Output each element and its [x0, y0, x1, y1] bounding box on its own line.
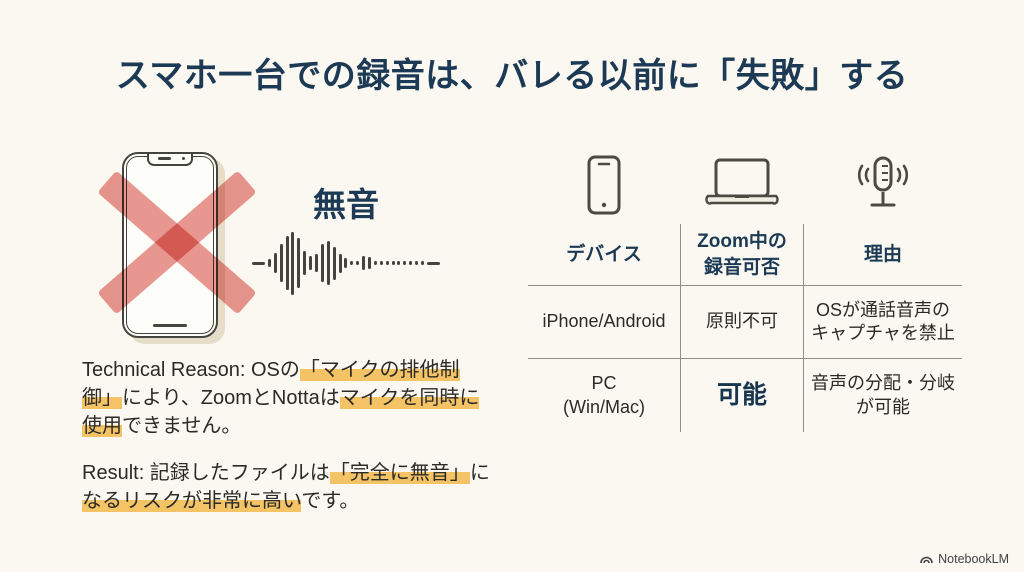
- microphone-icon: [804, 148, 962, 224]
- waveform-bar: [297, 238, 301, 288]
- table-cell: OSが通話音声の キャプチャを禁止: [811, 299, 955, 343]
- table-cell: 音声の分配・分岐 が可能: [804, 358, 962, 432]
- waveform-bar: [362, 256, 366, 270]
- waveform-bar: [285, 236, 289, 290]
- waveform-bar: [267, 259, 271, 267]
- plain-text: Technical Reason: OSの: [82, 359, 300, 381]
- waveform-bar: [279, 244, 283, 282]
- waveform-bar: [332, 246, 336, 280]
- waveform: [252, 230, 440, 296]
- waveform-bar: [397, 261, 401, 265]
- brand-label: NotebookLM: [938, 552, 1009, 566]
- waveform-bar: [373, 261, 377, 265]
- waveform-bar: [409, 261, 413, 265]
- plain-text: です。: [301, 490, 360, 512]
- waveform-bar: [315, 254, 319, 272]
- highlighted-text: マイクを同時に: [339, 387, 480, 409]
- table-header-device: デバイス: [528, 224, 680, 286]
- plain-text: Result: 記録したファイルは: [82, 462, 330, 484]
- phone-home-indicator: [153, 323, 187, 327]
- highlighted-text: なるリスクが非常に高い: [82, 490, 302, 512]
- highlighted-text: 「マイクの排他制: [299, 359, 460, 381]
- waveform-bar: [320, 244, 324, 282]
- highlighted-text: 御」: [82, 387, 122, 409]
- waveform-bar: [338, 253, 342, 273]
- highlighted-text: 使用: [82, 415, 122, 437]
- table-cell: 原則不可: [680, 286, 804, 358]
- notebooklm-logo-icon: [920, 556, 933, 564]
- plain-text: できません。: [122, 415, 242, 437]
- table-cell: 可能: [680, 358, 804, 432]
- waveform-bar: [385, 261, 389, 265]
- waveform-bar: [391, 261, 395, 265]
- table-cell: iPhone/Android: [542, 311, 666, 332]
- waveform-bar: [344, 258, 348, 268]
- waveform-bar: [421, 261, 425, 265]
- plain-text: に: [469, 462, 490, 484]
- silence-group: 無音: [252, 178, 440, 296]
- highlighted-text: 「完全に無音」: [329, 462, 470, 484]
- waveform-bar: [403, 261, 407, 265]
- crossed-phone-illustration: [97, 144, 257, 349]
- laptop-icon: [680, 148, 804, 224]
- phone-camera: [181, 156, 185, 160]
- notebooklm-brand: NotebookLM: [919, 552, 1009, 566]
- phone-speaker: [158, 157, 171, 160]
- reason-paragraph-2: Result: 記録したファイルは「完全に無音」になるリスクが非常に高いです。: [82, 459, 542, 515]
- reason-paragraph-1: Technical Reason: OSの「マイクの排他制御」により、Zoomと…: [82, 356, 542, 440]
- phone-notch: [147, 154, 193, 166]
- page-title: スマホ一台での録音は、バレる以前に「失敗」する: [115, 57, 909, 95]
- waveform-bar: [291, 231, 295, 295]
- table-header-reason: 理由: [804, 224, 962, 286]
- waveform-bar: [350, 261, 354, 265]
- table-cell: PC (Win/Mac): [528, 358, 680, 432]
- technical-reason-text: Technical Reason: OSの「マイクの排他制御」により、Zoomと…: [82, 356, 542, 534]
- waveform-dash: [426, 261, 440, 265]
- waveform-bar: [415, 261, 419, 265]
- waveform-bar: [326, 241, 330, 285]
- table-header-recordable: Zoom中の 録音可否: [680, 224, 804, 286]
- waveform-bar: [273, 253, 277, 273]
- plain-text: により、ZoomとNottaは: [122, 387, 340, 409]
- waveform-bar: [368, 257, 372, 269]
- silence-label: 無音: [313, 186, 379, 223]
- waveform-bar: [309, 256, 313, 270]
- waveform-bar: [356, 261, 360, 265]
- waveform-bar: [303, 251, 307, 275]
- waveform-dash: [252, 261, 265, 265]
- smartphone-icon: [528, 148, 680, 224]
- waveform-bar: [379, 261, 383, 265]
